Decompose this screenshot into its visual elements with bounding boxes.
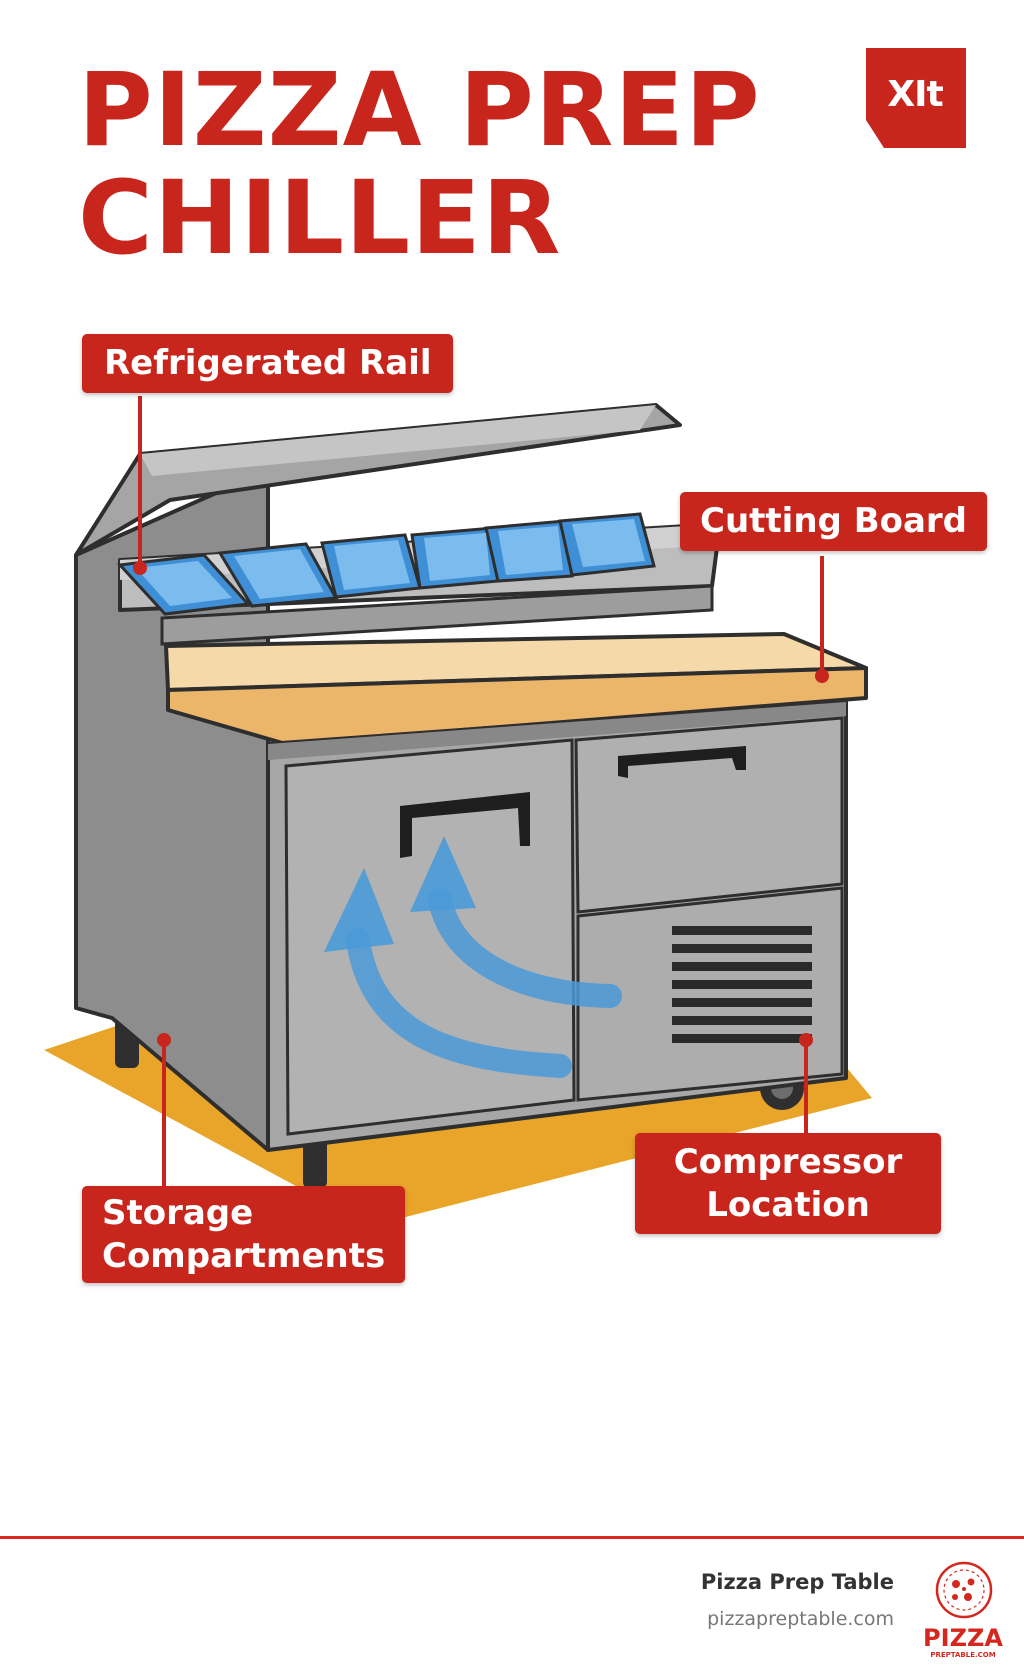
page-title-line-1: PIZZA PREP <box>78 51 761 170</box>
label-refrigerated-rail: Refrigerated Rail <box>82 334 454 393</box>
brand-logo <box>866 48 966 148</box>
label-text: Refrigerated Rail <box>104 343 432 383</box>
compressor-vent <box>672 926 812 1043</box>
footer-site-name: Pizza Prep Table <box>700 1570 894 1594</box>
label-cutting-board: Cutting Board <box>680 492 988 551</box>
storage-door <box>284 738 576 1136</box>
hood <box>74 403 682 557</box>
page-title-line-2: CHILLER <box>78 159 562 278</box>
footer-logo-subtext: PREPTABLE.COM <box>930 1651 996 1659</box>
door-handle <box>400 792 530 858</box>
footer-logo-word: PIZZA <box>923 1624 1003 1652</box>
airflow-arrows <box>346 888 622 1078</box>
brand-logo-text: XIt <box>887 74 943 115</box>
label-storage-compartments: Storage Compartments <box>82 1186 406 1283</box>
footer-divider <box>0 1536 1024 1539</box>
label-text: Cutting Board <box>700 501 968 541</box>
marker-dot <box>799 1033 813 1047</box>
marker-dot <box>157 1033 171 1047</box>
label-text: Compressor <box>673 1142 903 1182</box>
marker-dot <box>815 669 829 683</box>
prep-table-illustration <box>44 396 872 1226</box>
pizza-logo-icon <box>935 1561 993 1619</box>
label-text: Location <box>706 1184 870 1225</box>
marker-dot <box>133 561 147 575</box>
leg <box>303 1136 327 1188</box>
drawer-handle <box>618 746 746 778</box>
drawer <box>574 716 844 914</box>
label-text: Storage <box>102 1193 254 1233</box>
footer-url-link[interactable]: pizzapreptable.com <box>707 1608 894 1630</box>
label-text: Compartments <box>102 1235 386 1276</box>
label-compressor-location: Compressor Location <box>635 1133 941 1234</box>
compressor-panel <box>576 886 844 1102</box>
